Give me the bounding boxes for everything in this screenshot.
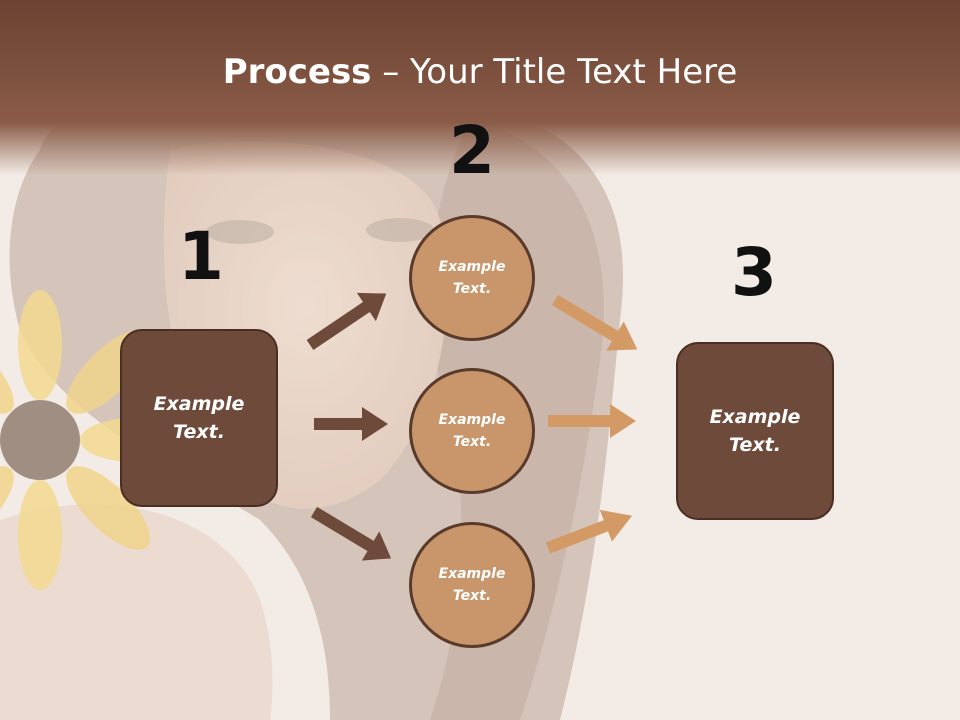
- step-1-box: Example Text.: [120, 329, 278, 507]
- step-1-number: 1: [178, 218, 224, 295]
- step-2-circle-2: Example Text.: [409, 368, 535, 494]
- step-2-circle-1: Example Text.: [409, 215, 535, 341]
- arrows-dark: [306, 292, 392, 561]
- step-2-circle-3: Example Text.: [409, 522, 535, 648]
- step-1-text: Example Text.: [153, 392, 245, 444]
- arrow-to-step3-middle: [548, 404, 636, 438]
- step-2-circle-3-text: Example Text.: [438, 565, 506, 604]
- step-2-number: 2: [449, 112, 495, 189]
- arrows-light: [545, 294, 638, 554]
- arrow-to-step3-top: [551, 294, 638, 351]
- step-3-number: 3: [731, 234, 777, 311]
- arrow-up-right: [306, 292, 387, 350]
- title-bar: [0, 0, 960, 175]
- step-2-circle-2-text: Example Text.: [438, 411, 506, 450]
- step-3-box: Example Text.: [676, 342, 834, 520]
- title-bold: Process: [222, 52, 372, 92]
- arrow-right: [314, 407, 388, 441]
- step-3-text: Example Text.: [709, 405, 801, 457]
- arrow-to-step3-bottom: [545, 509, 633, 554]
- slide-title: Process – Your Title Text Here: [0, 52, 960, 92]
- step-2-circle-1-text: Example Text.: [438, 258, 506, 297]
- title-rest: – Your Title Text Here: [371, 52, 738, 92]
- arrow-down-right: [310, 506, 392, 561]
